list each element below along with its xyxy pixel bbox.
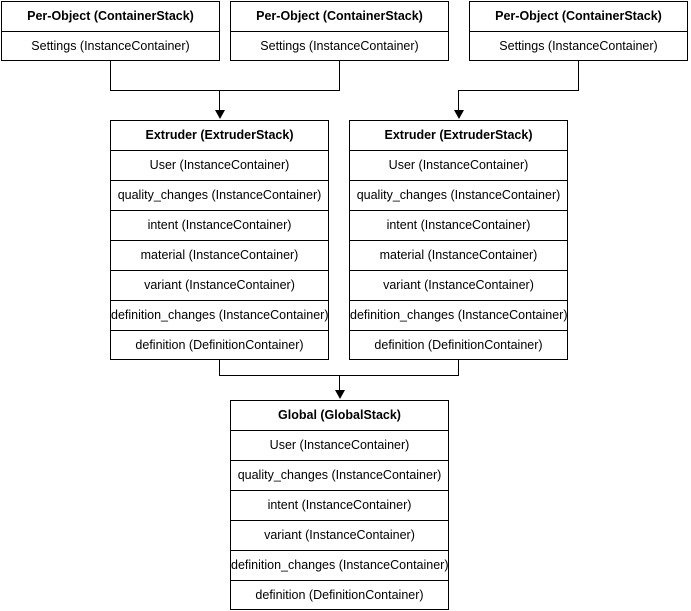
node-extruder-2-row-definition-changes: definition_changes (InstanceContainer) xyxy=(350,301,567,331)
edge-extruder-2-down xyxy=(458,360,459,376)
node-per-object-3-header: Per-Object (ContainerStack) xyxy=(470,2,687,32)
node-extruder-1-row-variant: variant (InstanceContainer) xyxy=(111,271,328,301)
node-per-object-2-row-settings: Settings (InstanceContainer) xyxy=(260,39,419,53)
node-per-object-1[interactable]: Per-Object (ContainerStack) Settings (In… xyxy=(1,1,220,61)
edge-per-object-2-down xyxy=(339,60,340,91)
node-extruder-1-row-quality-changes: quality_changes (InstanceContainer) xyxy=(111,181,328,211)
node-extruder-2-row-user: User (InstanceContainer) xyxy=(350,151,567,181)
node-per-object-1-row-settings: Settings (InstanceContainer) xyxy=(31,39,190,53)
node-extruder-2-row-definition: definition (DefinitionContainer) xyxy=(374,338,543,352)
node-extruder-1-row-material: material (InstanceContainer) xyxy=(111,241,328,271)
edge-merge-bar-extruder-1 xyxy=(110,90,340,91)
node-extruder-1-row-user: User (InstanceContainer) xyxy=(111,151,328,181)
node-per-object-3[interactable]: Per-Object (ContainerStack) Settings (In… xyxy=(469,1,688,61)
node-global-row-variant: variant (InstanceContainer) xyxy=(231,521,448,551)
edge-drop-extruder-1 xyxy=(219,90,220,112)
edge-drop-extruder-2 xyxy=(458,90,459,112)
edge-per-object-1-down xyxy=(110,60,111,91)
node-extruder-2-row-intent: intent (InstanceContainer) xyxy=(350,211,567,241)
node-extruder-1-row-definition: definition (DefinitionContainer) xyxy=(135,338,304,352)
node-global-header: Global (GlobalStack) xyxy=(231,401,448,431)
node-per-object-3-row-settings: Settings (InstanceContainer) xyxy=(499,39,658,53)
node-extruder-2[interactable]: Extruder (ExtruderStack) User (InstanceC… xyxy=(349,120,568,360)
edge-extruder-1-down xyxy=(219,360,220,376)
node-per-object-2-header: Per-Object (ContainerStack) xyxy=(231,2,448,32)
node-extruder-1[interactable]: Extruder (ExtruderStack) User (InstanceC… xyxy=(110,120,329,360)
node-global-row-quality-changes: quality_changes (InstanceContainer) xyxy=(231,461,448,491)
node-extruder-2-row-material: material (InstanceContainer) xyxy=(350,241,567,271)
node-global[interactable]: Global (GlobalStack) User (InstanceConta… xyxy=(230,400,449,610)
edge-drop-global xyxy=(339,375,340,392)
arrowhead-extruder-2 xyxy=(454,110,464,119)
node-per-object-2[interactable]: Per-Object (ContainerStack) Settings (In… xyxy=(230,1,449,61)
node-global-row-user: User (InstanceContainer) xyxy=(231,431,448,461)
node-global-row-definition: definition (DefinitionContainer) xyxy=(255,588,424,602)
node-global-row-intent: intent (InstanceContainer) xyxy=(231,491,448,521)
node-extruder-1-row-definition-changes: definition_changes (InstanceContainer) xyxy=(111,301,328,331)
node-per-object-1-header: Per-Object (ContainerStack) xyxy=(2,2,219,32)
edge-per-object-3-down xyxy=(578,60,579,91)
node-extruder-2-row-variant: variant (InstanceContainer) xyxy=(350,271,567,301)
edge-route-bar-extruder-2 xyxy=(458,90,579,91)
node-extruder-1-header: Extruder (ExtruderStack) xyxy=(111,121,328,151)
arrowhead-extruder-1 xyxy=(215,110,225,119)
node-global-row-definition-changes: definition_changes (InstanceContainer) xyxy=(231,551,448,581)
node-extruder-1-row-intent: intent (InstanceContainer) xyxy=(111,211,328,241)
node-extruder-2-row-quality-changes: quality_changes (InstanceContainer) xyxy=(350,181,567,211)
node-extruder-2-header: Extruder (ExtruderStack) xyxy=(350,121,567,151)
arrowhead-global xyxy=(335,390,345,399)
